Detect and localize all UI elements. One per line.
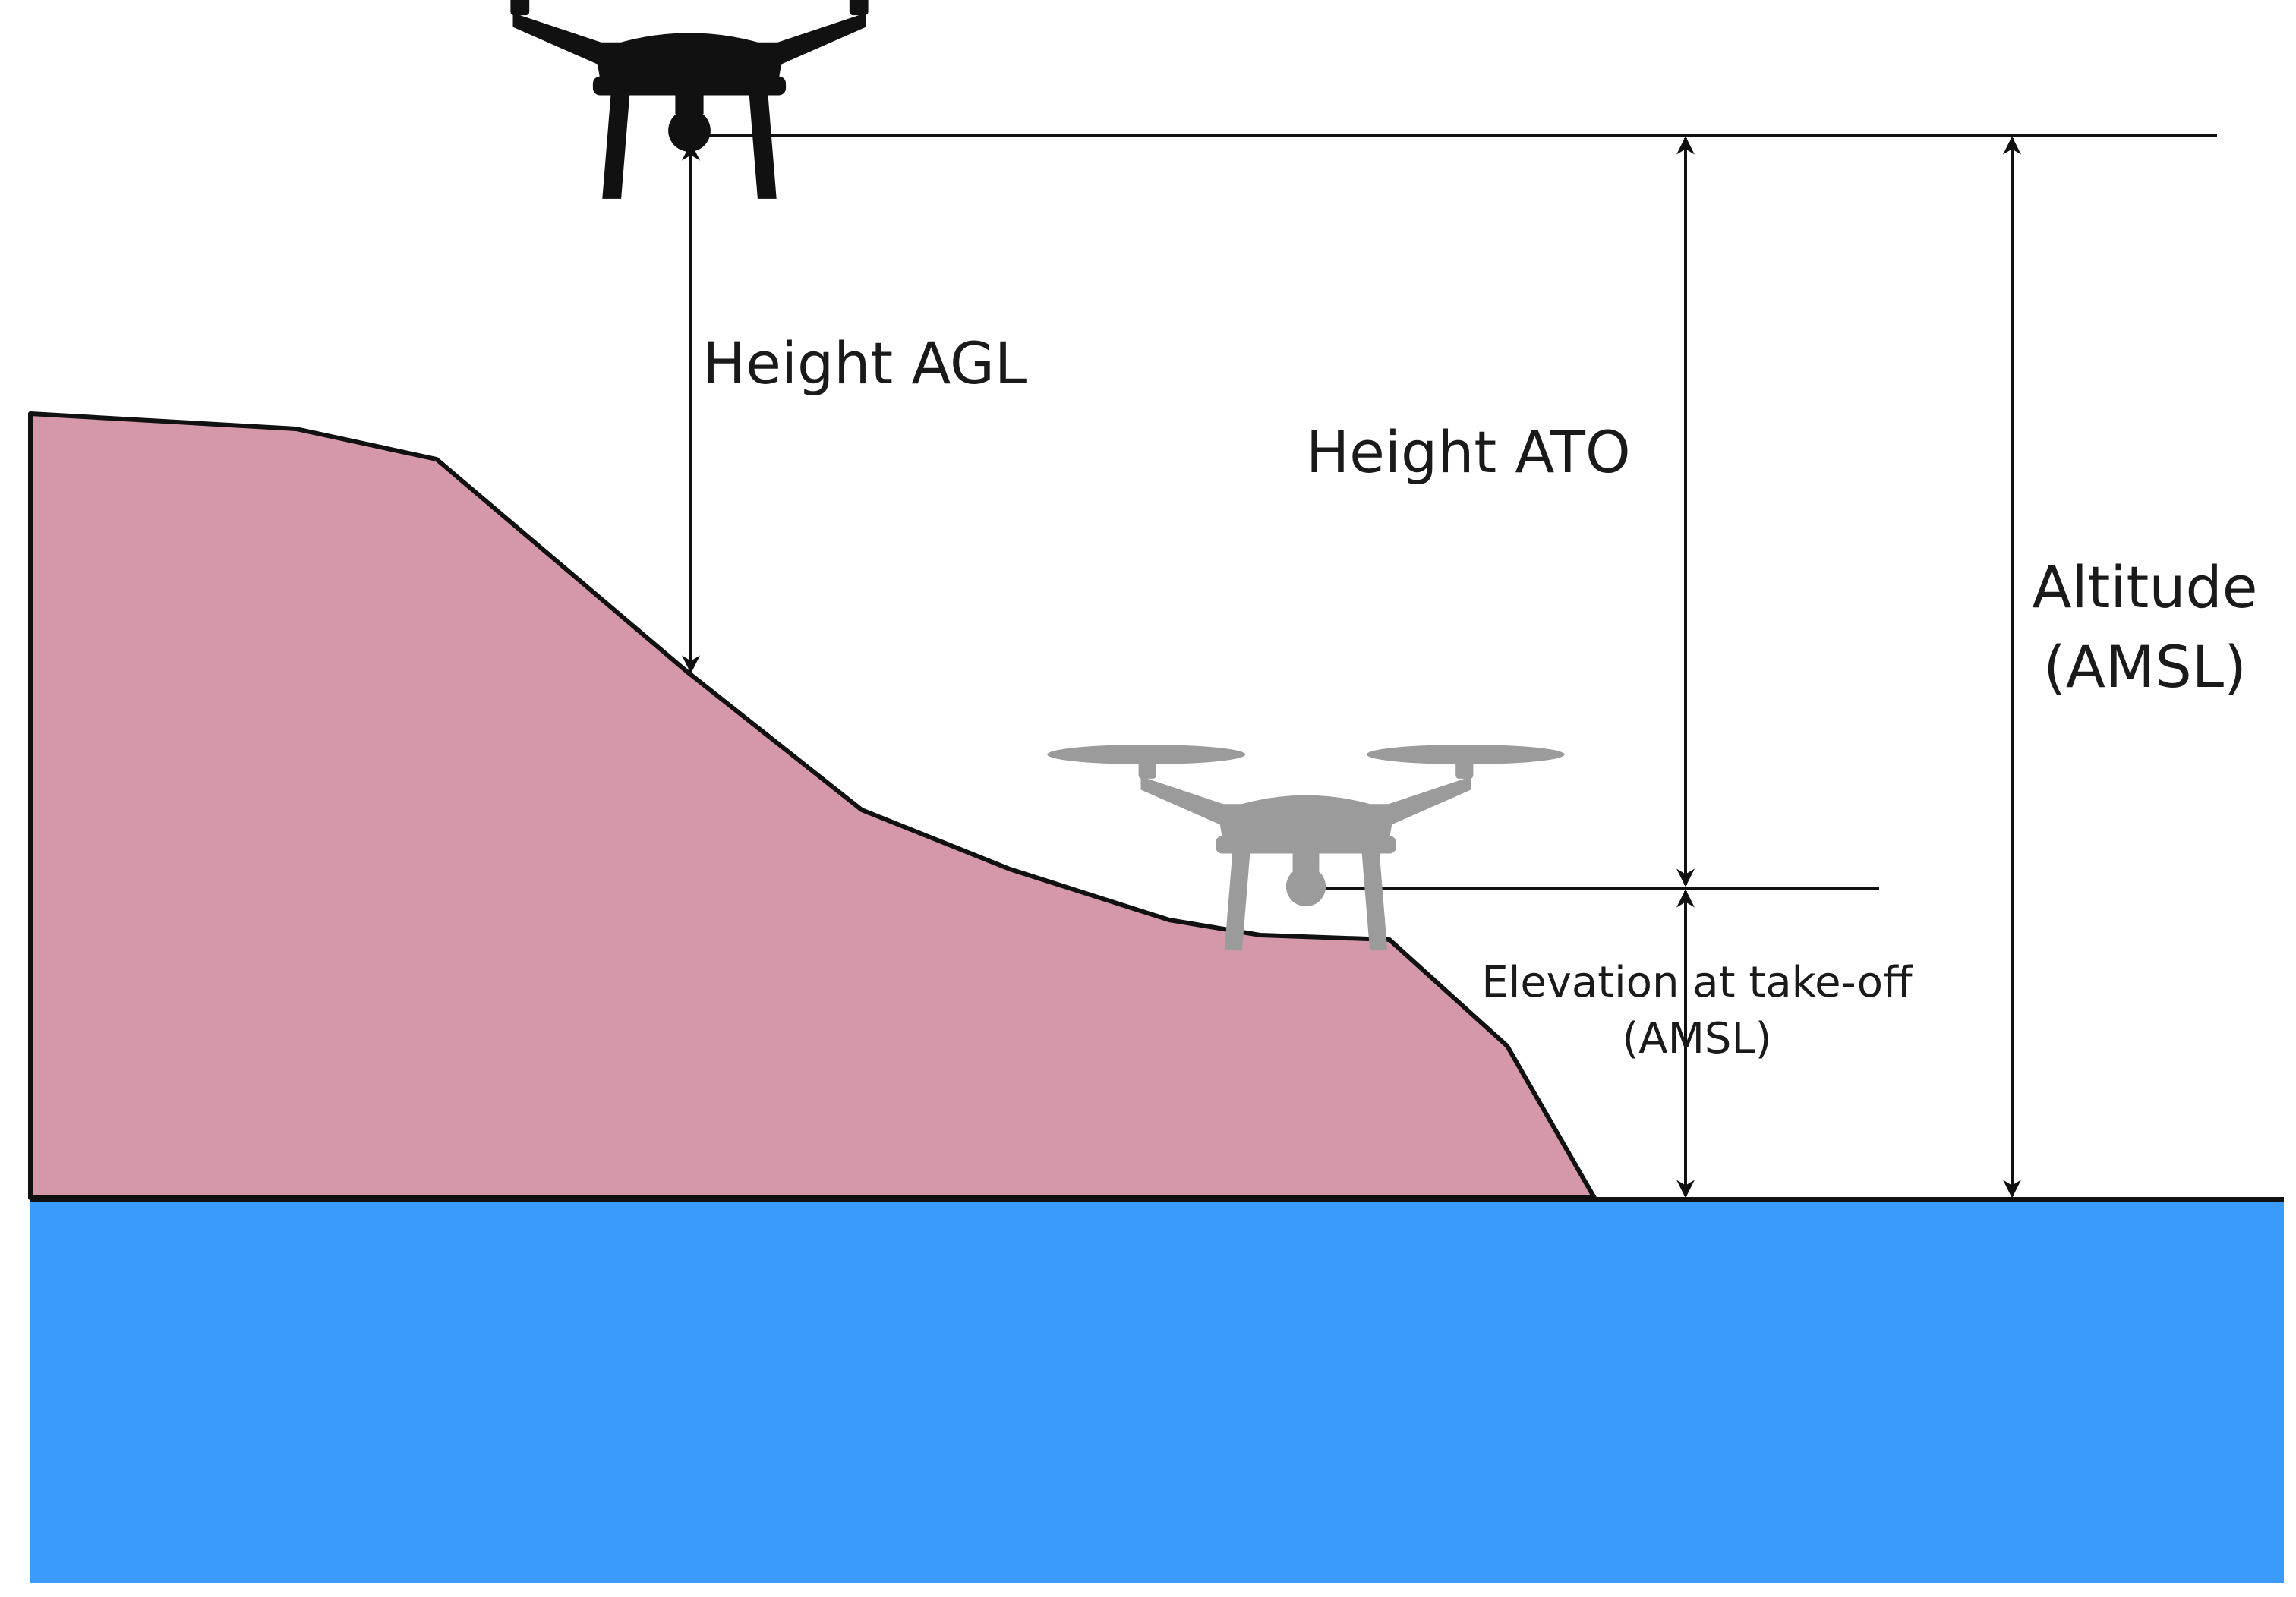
height-agl-label: Height AGL bbox=[702, 329, 1027, 397]
altitude-label-line1: Altitude bbox=[2033, 553, 2258, 621]
elevation-label-line2: (AMSL) bbox=[1622, 1014, 1771, 1063]
height-ato-label: Height ATO bbox=[1306, 418, 1631, 486]
altitude-label-line2: (AMSL) bbox=[2043, 633, 2246, 701]
elevation-label-line1: Elevation at take-off bbox=[1481, 958, 1913, 1007]
sea-area bbox=[30, 1201, 2284, 1583]
